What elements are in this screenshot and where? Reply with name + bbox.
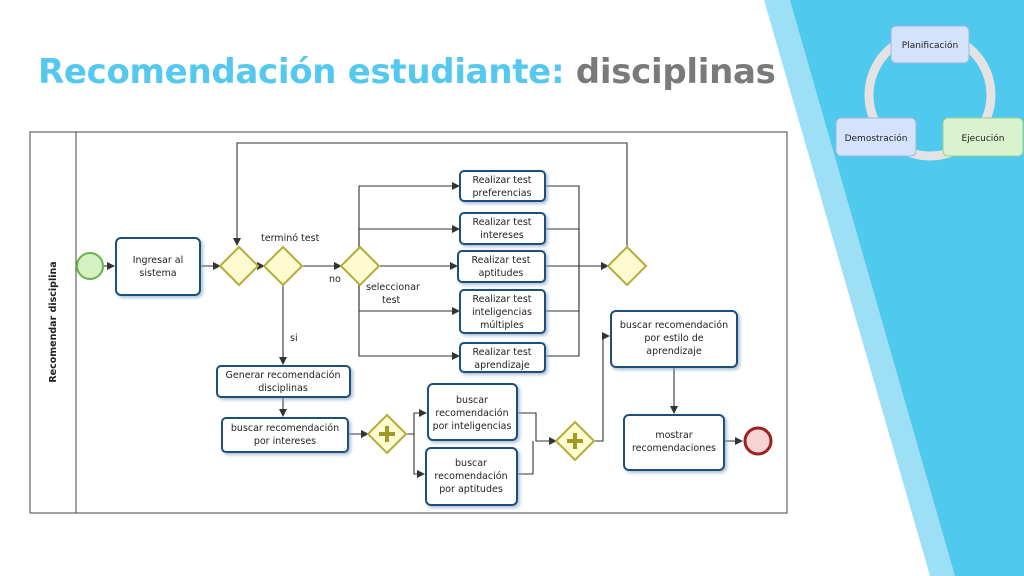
label-seleccionar-line-2: test bbox=[382, 295, 401, 306]
page-title: Recomendación estudiante: disciplinas bbox=[38, 52, 776, 92]
task-buscar-intereses bbox=[221, 417, 349, 453]
gateway-seleccionar-test bbox=[339, 245, 381, 287]
task-generar-line-2: disciplinas bbox=[258, 383, 308, 394]
task-buscar-intereses-line-2: por intereses bbox=[254, 436, 316, 447]
flow-labels: terminó test no si seleccionar test bbox=[261, 233, 420, 344]
title-part-1: Recomendación estudiante: bbox=[38, 52, 565, 92]
task-buscar-estilo-line-2: por estilo de bbox=[644, 333, 703, 344]
task-preferencias-line-1: Realizar test bbox=[472, 175, 531, 186]
task-test-aprendizaje bbox=[459, 342, 546, 373]
task-buscar-aptitudes-line-2: recomendación bbox=[434, 471, 507, 482]
task-test-preferencias bbox=[459, 170, 546, 202]
task-buscar-aptitudes bbox=[425, 447, 518, 506]
task-buscar-inteligencias-line-3: por inteligencias bbox=[433, 421, 512, 432]
task-buscar-intereses-line-1: buscar recomendación bbox=[231, 423, 339, 434]
task-boxes bbox=[115, 170, 738, 506]
lane-label: Recomendar disciplina bbox=[48, 261, 59, 382]
cycle-demonstration-label: Demostración bbox=[845, 133, 908, 144]
task-labels: Ingresar al sistema Realizar test prefer… bbox=[133, 175, 728, 495]
task-intereses-line-1: Realizar test bbox=[472, 217, 531, 228]
task-buscar-estilo bbox=[610, 310, 738, 368]
task-preferencias-line-2: preferencias bbox=[473, 188, 532, 199]
task-test-intereses bbox=[459, 212, 546, 245]
start-event bbox=[76, 252, 104, 280]
task-aprendizaje-line-1: Realizar test bbox=[472, 347, 531, 358]
gateway-merge-loop bbox=[218, 245, 260, 287]
light-cyan-stripe bbox=[764, 0, 955, 576]
task-generar-line-1: Generar recomendación bbox=[226, 370, 341, 381]
task-mostrar-recomendaciones bbox=[623, 414, 725, 471]
label-seleccionar-line-1: seleccionar bbox=[366, 282, 420, 293]
cycle-node-execution bbox=[942, 117, 1024, 157]
task-buscar-inteligencias-line-2: recomendación bbox=[435, 408, 508, 419]
task-buscar-estilo-line-3: aprendizaje bbox=[646, 346, 702, 357]
task-buscar-aptitudes-line-1: buscar bbox=[455, 458, 487, 469]
task-intereses-line-2: intereses bbox=[480, 230, 524, 241]
cycle-node-demonstration bbox=[835, 117, 917, 157]
task-buscar-inteligencias bbox=[427, 383, 518, 441]
task-ingresar-line-1: Ingresar al bbox=[133, 255, 184, 266]
parallel-plus-marks bbox=[379, 426, 583, 449]
label-no: no bbox=[329, 274, 341, 285]
task-mostrar-line-1: mostrar bbox=[655, 430, 692, 441]
task-ingresar-sistema bbox=[115, 237, 201, 296]
task-inteligencias-line-2: inteligencias bbox=[472, 307, 532, 318]
task-aptitudes-line-2: aptitudes bbox=[479, 268, 524, 279]
task-inteligencias-line-1: Realizar test bbox=[472, 294, 531, 305]
cycle-node-planning bbox=[890, 25, 970, 64]
task-test-inteligencias bbox=[459, 289, 546, 334]
connectors bbox=[104, 142, 743, 478]
task-buscar-estilo-line-1: buscar recomendación bbox=[620, 320, 728, 331]
gateways bbox=[218, 245, 648, 462]
task-buscar-aptitudes-line-3: por aptitudes bbox=[439, 484, 503, 495]
task-mostrar-line-2: recomendaciones bbox=[632, 443, 716, 454]
task-inteligencias-line-3: múltiples bbox=[480, 320, 524, 331]
title-part-2: disciplinas bbox=[575, 52, 776, 92]
gateway-tests-join bbox=[606, 245, 648, 287]
cycle-execution-label: Ejecución bbox=[961, 133, 1004, 144]
label-si: si bbox=[290, 333, 298, 344]
task-buscar-inteligencias-line-1: buscar bbox=[456, 395, 488, 406]
label-termino-test: terminó test bbox=[261, 233, 320, 244]
task-aprendizaje-line-2: aprendizaje bbox=[474, 360, 530, 371]
task-test-aptitudes bbox=[457, 250, 546, 283]
task-generar-recomendacion bbox=[216, 365, 351, 398]
end-event bbox=[743, 426, 773, 456]
gateway-termino-test bbox=[262, 245, 304, 287]
cycle-planning-label: Planificación bbox=[902, 40, 958, 51]
task-aptitudes-line-1: Realizar test bbox=[471, 255, 530, 266]
task-ingresar-line-2: sistema bbox=[139, 268, 176, 279]
